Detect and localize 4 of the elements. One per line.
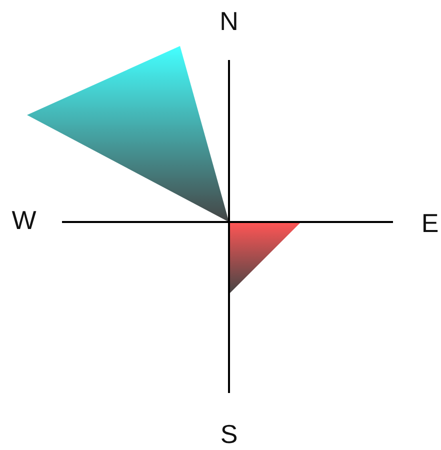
direction-label: N xyxy=(220,8,238,34)
direction-label: S xyxy=(220,421,238,447)
direction-label: W xyxy=(12,207,36,233)
direction-label: E xyxy=(421,210,439,236)
